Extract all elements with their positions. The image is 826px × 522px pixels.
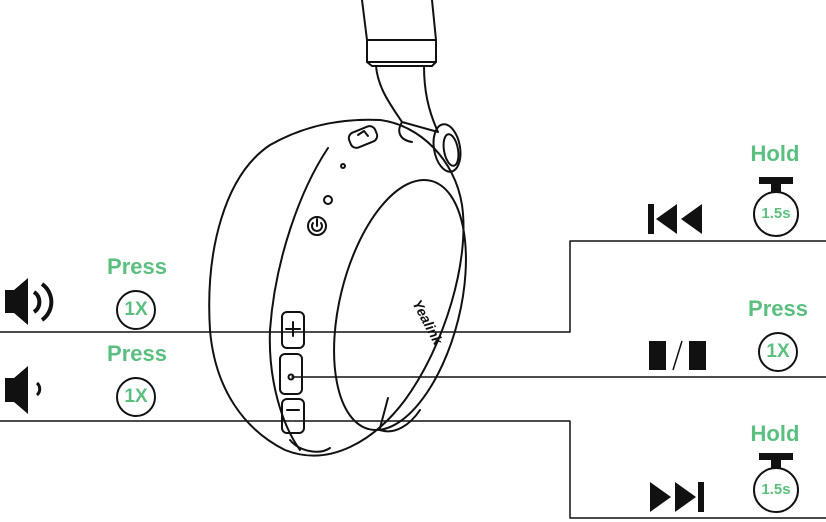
volume-up-count: 1X <box>117 300 155 319</box>
next-track-duration: 1.5s <box>754 482 798 497</box>
brand-logo: Yealink <box>409 297 446 348</box>
play-pause-count: 1X <box>759 342 797 361</box>
volume-up-action-label: Press <box>95 256 179 278</box>
play-pause-icon <box>649 341 706 370</box>
previous-track-icon <box>648 204 702 234</box>
led-indicator <box>324 196 332 204</box>
previous-track-action-label: Hold <box>735 143 815 165</box>
callout-lines <box>0 241 826 518</box>
ear-cup <box>209 120 489 456</box>
play-pause-action-label: Press <box>736 298 820 320</box>
multifunction-button <box>280 354 302 394</box>
volume-down-button <box>282 399 304 433</box>
volume-down-icon <box>5 366 40 414</box>
indicator-dot <box>341 164 345 168</box>
previous-track-duration: 1.5s <box>754 206 798 221</box>
power-button <box>308 217 326 235</box>
mute-button <box>347 124 379 149</box>
volume-up-button <box>282 312 304 348</box>
headband <box>362 0 436 66</box>
next-track-action-label: Hold <box>735 423 815 445</box>
next-track-icon <box>650 482 704 512</box>
volume-down-action-label: Press <box>95 343 179 365</box>
yoke-arm <box>376 66 464 174</box>
volume-up-icon <box>5 278 51 325</box>
volume-down-count: 1X <box>117 387 155 406</box>
